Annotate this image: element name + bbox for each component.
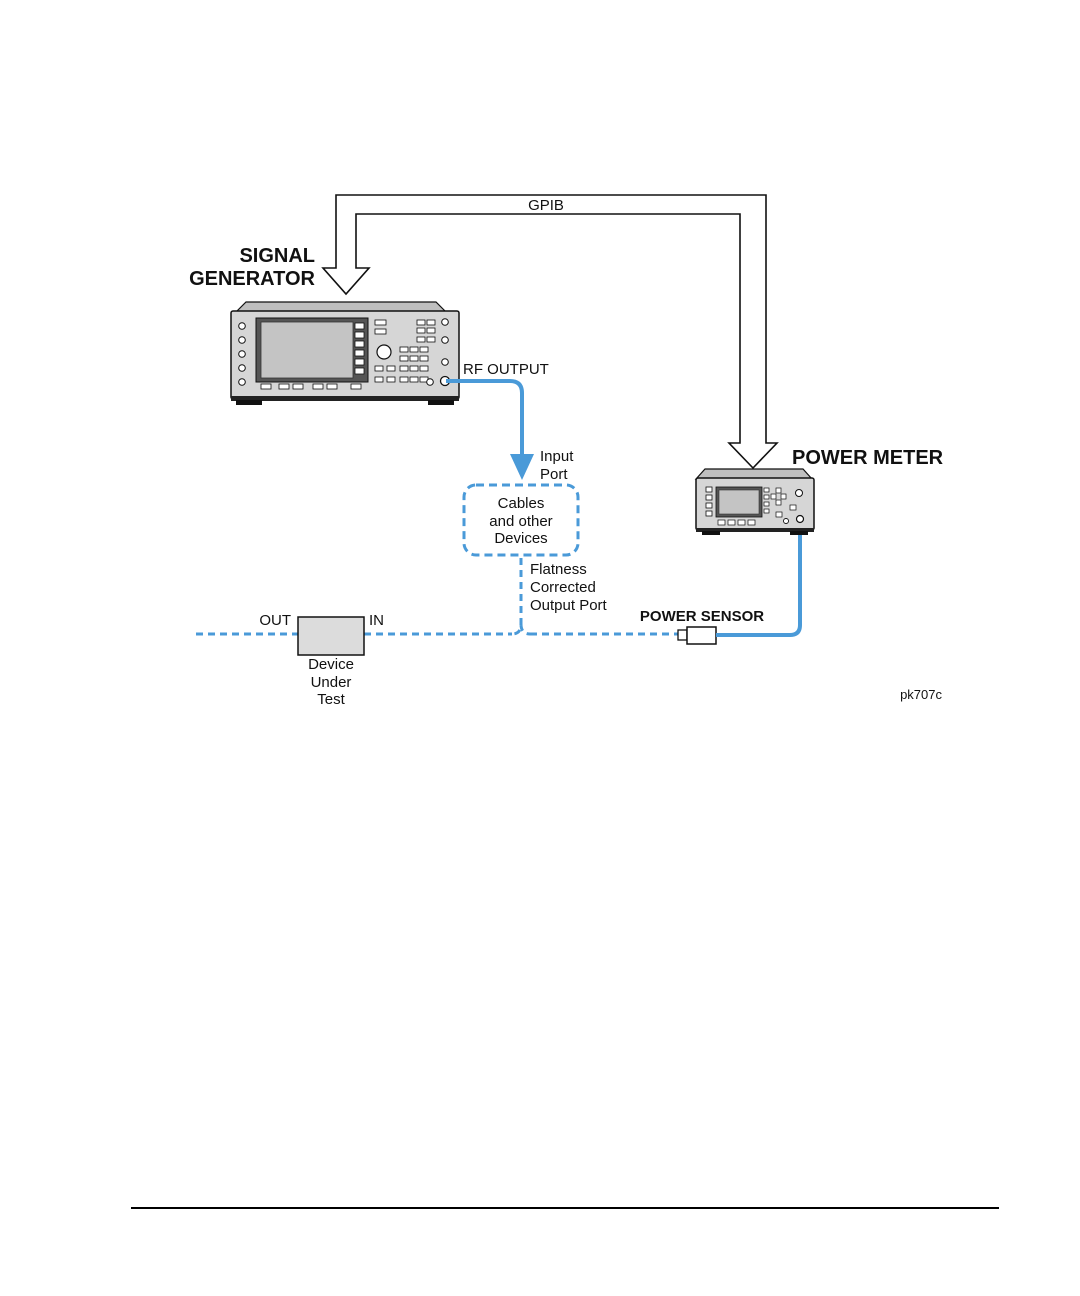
in-label: IN [369, 612, 384, 629]
signal-generator-label-line2: GENERATOR [189, 268, 315, 290]
signal-generator [231, 302, 459, 405]
figure-id-label: pk707c [900, 687, 942, 702]
signal-generator-label-line1: SIGNAL [239, 245, 315, 267]
flatness-label-line2: Corrected [530, 579, 596, 596]
input-port-label-line2: Port [540, 466, 568, 483]
cables-label-line1: Cables [498, 495, 545, 512]
device-under-test-box [298, 617, 364, 655]
dut-label-line3: Test [317, 691, 345, 708]
dut-label-line2: Under [311, 674, 352, 691]
flatness-corrected-output-line [512, 558, 530, 634]
power-meter [696, 469, 814, 535]
rf-output-label: RF OUTPUT [463, 361, 549, 378]
footer-rule [131, 1207, 999, 1209]
cables-label-line3: Devices [494, 530, 547, 547]
input-port-label-line1: Input [540, 448, 574, 465]
dut-label-line1: Device [308, 656, 354, 673]
flatness-label-line1: Flatness [530, 561, 587, 578]
cables-label-line2: and other [489, 513, 552, 530]
flatness-label-line3: Output Port [530, 597, 608, 614]
gpib-label: GPIB [528, 197, 564, 214]
out-label: OUT [259, 612, 291, 629]
power-sensor-label: POWER SENSOR [640, 608, 764, 625]
power-sensor [678, 627, 716, 644]
power-meter-label: POWER METER [792, 447, 944, 469]
